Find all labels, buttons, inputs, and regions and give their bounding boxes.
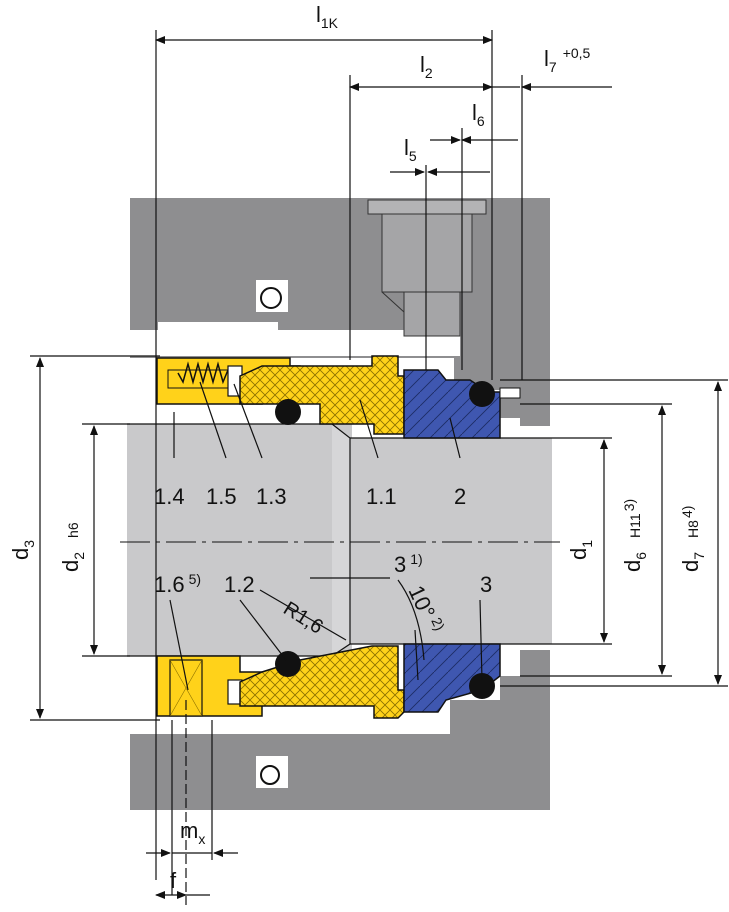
label-d6: d6H113) bbox=[620, 499, 649, 572]
part-1-4: 1.4 bbox=[154, 484, 185, 509]
part-1-5: 1.5 bbox=[206, 484, 237, 509]
dimension-lines bbox=[30, 30, 728, 905]
label-l7: l7+0,5 bbox=[544, 45, 591, 75]
label-mx: mx bbox=[180, 818, 205, 847]
part-1-2: 1.2 bbox=[224, 572, 255, 597]
part-1-1: 1.1 bbox=[366, 484, 397, 509]
label-d3: d3 bbox=[8, 540, 37, 560]
label-l2: l2 bbox=[420, 52, 433, 81]
label-l5: l5 bbox=[404, 135, 417, 164]
part-2: 2 bbox=[454, 484, 466, 509]
part-3: 3 bbox=[480, 572, 492, 597]
shaft bbox=[120, 423, 560, 657]
rotating-unit-bottom bbox=[156, 643, 501, 719]
label-l6: l6 bbox=[472, 100, 485, 129]
label-d1: d1 bbox=[566, 540, 595, 560]
housing-bottom bbox=[130, 650, 550, 810]
part-1-3: 1.3 bbox=[256, 484, 287, 509]
label-d7: d7H84) bbox=[678, 506, 707, 572]
dimension-labels: l1K l2 l7+0,5 l6 l5 d3 d2h6 d1 d6H113) d… bbox=[8, 2, 707, 893]
label-l1k: l1K bbox=[316, 2, 339, 31]
label-f: f bbox=[170, 868, 177, 893]
label-d2: d2h6 bbox=[58, 522, 87, 572]
rotating-unit-top bbox=[156, 355, 521, 439]
